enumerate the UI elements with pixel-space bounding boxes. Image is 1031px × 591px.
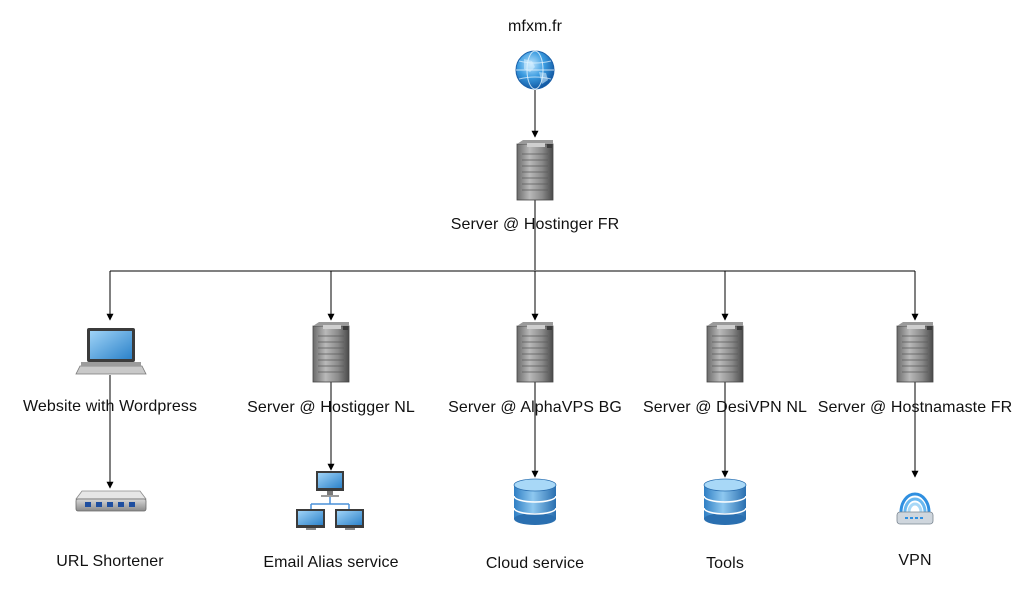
database-icon [513,478,557,525]
branch-label-alphavps: Server @ AlphaVPS BG [448,399,622,416]
laptop-icon [75,328,147,375]
main-server-label: Server @ Hostinger FR [450,216,620,233]
child-label-url-shortener: URL Shortener [56,553,164,570]
child-label-email-alias: Email Alias service [263,554,399,571]
child-label-cloud: Cloud service [485,555,585,572]
branch-label-hostigger: Server @ Hostigger NL [247,399,415,416]
database-icon [703,478,747,525]
server-tower-icon [312,322,350,383]
connectors [106,90,919,489]
branch-label-hostnamaste: Server @ Hostnamaste FR [817,399,1013,416]
branch-label-desivpn: Server @ DesiVPN NL [643,399,807,416]
branch-label-wordpress: Website with Wordpress [22,398,198,415]
globe-icon [515,50,555,90]
server-tower-icon [706,322,744,383]
child-label-vpn: VPN [898,552,932,569]
root-label: mfxm.fr [507,18,563,35]
computer-network-icon [296,471,364,530]
wireless-router-icon [896,492,934,525]
server-tower-icon [516,322,554,383]
network-switch-icon [75,490,147,512]
server-tower-icon [896,322,934,383]
child-label-tools: Tools [706,555,744,572]
server-tower-icon [516,140,554,201]
